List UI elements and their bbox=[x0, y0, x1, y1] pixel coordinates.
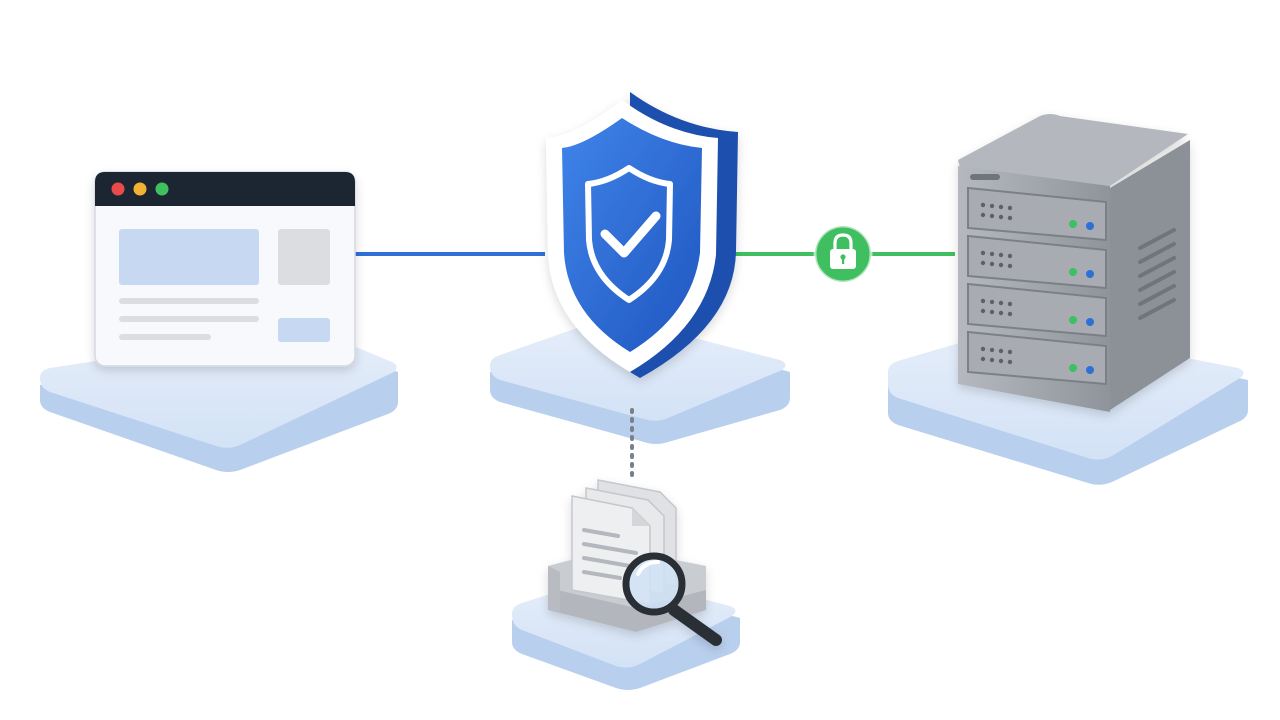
document-search-icon bbox=[548, 479, 722, 646]
drive-bay bbox=[967, 234, 1107, 290]
text-line bbox=[119, 316, 259, 322]
magnifier-icon bbox=[622, 552, 722, 646]
drive-bay bbox=[967, 186, 1107, 242]
shield-check-icon bbox=[546, 92, 738, 378]
padlock-icon bbox=[813, 224, 873, 284]
button-block bbox=[278, 318, 330, 342]
close-dot-icon bbox=[111, 182, 125, 196]
minimize-dot-icon bbox=[133, 182, 147, 196]
drive-bay bbox=[967, 282, 1107, 338]
text-line bbox=[119, 298, 259, 304]
content-block bbox=[119, 229, 259, 285]
drive-bay bbox=[967, 330, 1107, 386]
checkmark-icon bbox=[600, 211, 661, 258]
browser-window-icon bbox=[94, 171, 356, 367]
vent-icon bbox=[1138, 228, 1176, 320]
sidebar-block bbox=[278, 229, 330, 285]
server-rack-icon bbox=[958, 114, 1190, 412]
maximize-dot-icon bbox=[155, 182, 169, 196]
text-line bbox=[119, 334, 211, 340]
